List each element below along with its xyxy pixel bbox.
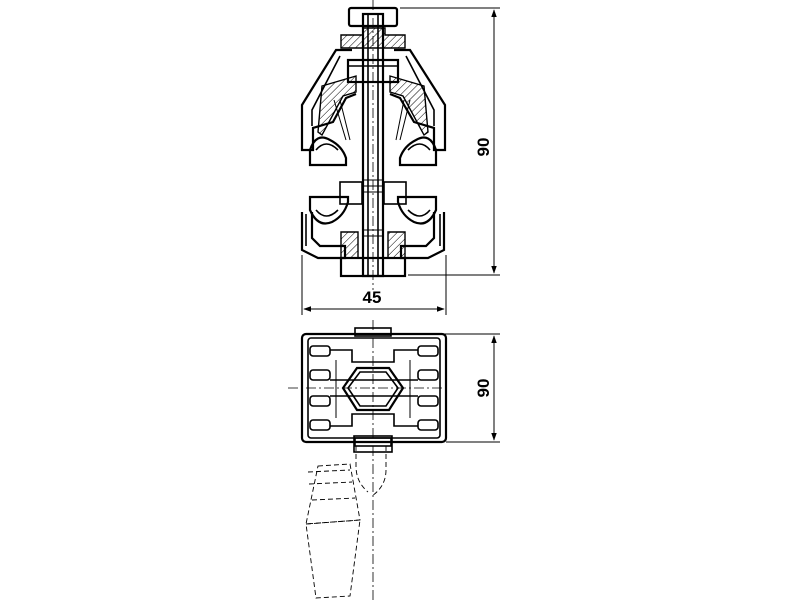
ribs-left <box>309 345 331 431</box>
upper-contact-left <box>317 75 357 137</box>
bottom-height-label: 90 <box>474 379 493 398</box>
ribs-right <box>417 345 439 431</box>
upper-jaw-right <box>398 136 438 167</box>
dimension-bottom-height: 90 <box>390 333 500 443</box>
dimension-top-width: 45 <box>301 255 447 315</box>
top-width-label: 45 <box>363 288 382 307</box>
clamp-section-view <box>300 0 447 290</box>
handle-outline <box>305 446 387 599</box>
clamp-plan-view <box>288 320 450 600</box>
lower-jaw-right <box>396 195 438 225</box>
top-height-label: 90 <box>474 138 493 157</box>
dimension-top-height: 90 <box>400 7 500 276</box>
upper-jaw-left <box>308 136 348 167</box>
lower-jaw-left <box>308 195 350 225</box>
upper-housing-right <box>389 48 447 152</box>
